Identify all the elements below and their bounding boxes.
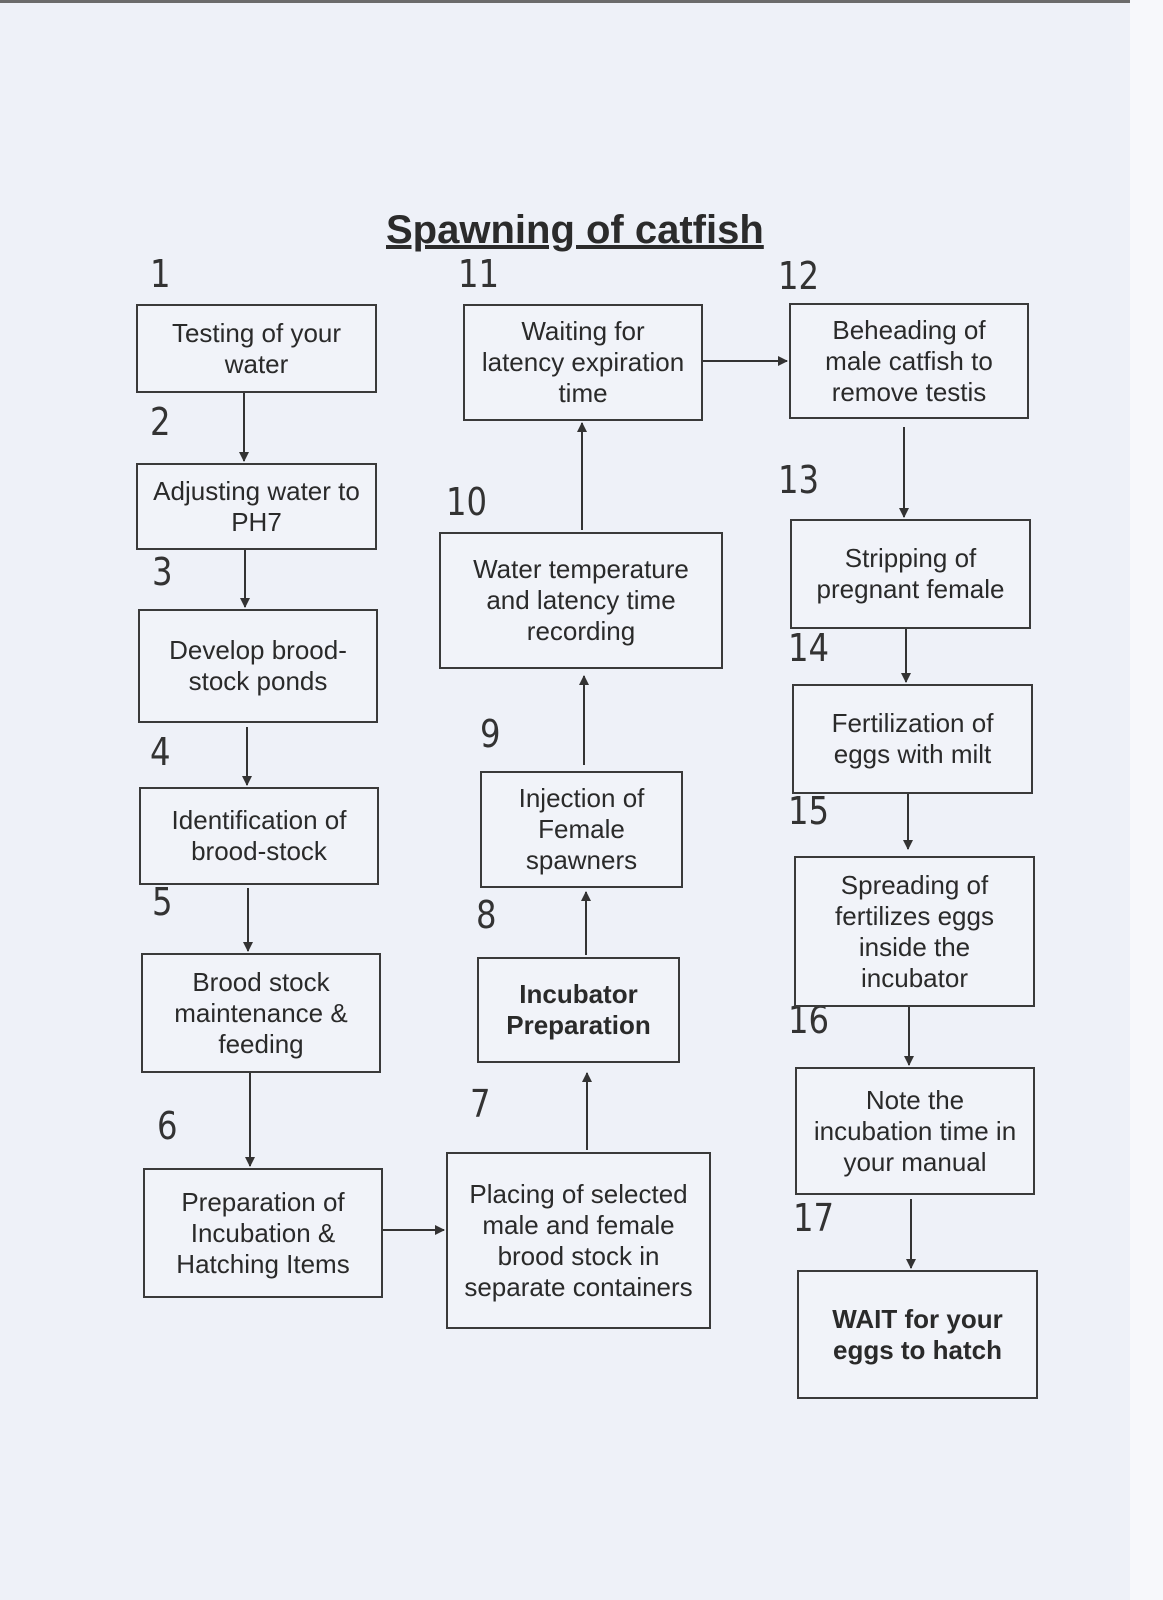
step-6-label: Preparation of Incubation & Hatching Ite… [176,1186,350,1279]
step-1-box: Testing of your water [136,304,377,393]
step-13-number: 13 [778,458,820,502]
step-2-number: 2 [150,400,171,444]
step-10-label: Water temperature and latency time recor… [473,554,689,646]
step-10-box: Water temperature and latency time recor… [439,532,723,669]
step-3-number: 3 [152,550,173,594]
step-5-box: Brood stock maintenance & feeding [141,953,381,1073]
step-4-label: Identification of brood-stock [171,805,347,866]
step-8-label: Incubator Preparation [506,979,651,1040]
scan-right-edge [1130,0,1163,1600]
step-16-box: Note the incubation time in your manual [795,1067,1035,1195]
step-6-box: Preparation of Incubation & Hatching Ite… [143,1168,383,1298]
step-15-number: 15 [788,789,830,833]
step-14-label: Fertilization of eggs with milt [831,708,994,769]
step-12-label: Beheading of male catfish to remove test… [825,314,993,407]
step-2-label: Adjusting water to PH7 [153,475,360,537]
step-14-box: Fertilization of eggs with milt [792,684,1033,794]
step-10-number: 10 [446,480,488,524]
step-17-label: WAIT for your eggs to hatch [832,1303,1003,1365]
step-9-box: Injection of Female spawners [480,771,683,888]
step-11-number: 11 [458,252,500,296]
step-7-label: Placing of selected male and female broo… [464,1178,693,1302]
step-5-label: Brood stock maintenance & feeding [174,966,348,1059]
step-13-label: Stripping of pregnant female [816,543,1005,604]
diagram-title: Spawning of catfish [386,208,764,252]
step-12-box: Beheading of male catfish to remove test… [789,303,1029,419]
step-1-number: 1 [150,252,171,296]
step-12-number: 12 [778,254,820,298]
step-15-box: Spreading of fertilizes eggs inside the … [794,856,1035,1007]
step-17-number: 17 [793,1196,835,1240]
step-15-label: Spreading of fertilizes eggs inside the … [835,869,994,993]
step-7-box: Placing of selected male and female broo… [446,1152,711,1329]
step-7-number: 7 [470,1082,491,1126]
step-9-label: Injection of Female spawners [518,783,645,875]
step-17-box: WAIT for your eggs to hatch [797,1270,1038,1399]
step-8-box: Incubator Preparation [477,957,680,1063]
scan-top-edge [0,0,1163,3]
step-5-number: 5 [152,880,173,924]
step-14-number: 14 [788,626,830,670]
step-9-number: 9 [480,712,501,756]
step-13-box: Stripping of pregnant female [790,519,1031,629]
step-6-number: 6 [157,1104,178,1148]
step-4-number: 4 [150,730,171,774]
step-16-label: Note the incubation time in your manual [813,1084,1017,1177]
step-4-box: Identification of brood-stock [139,787,379,885]
step-1-label: Testing of your water [171,317,342,379]
step-3-label: Develop brood-stock ponds [169,635,347,696]
step-11-box: Waiting for latency expiration time [463,304,703,421]
step-11-label: Waiting for latency expiration time [481,316,685,408]
step-3-box: Develop brood-stock ponds [138,609,378,723]
step-8-number: 8 [476,893,497,937]
step-2-box: Adjusting water to PH7 [136,463,377,550]
